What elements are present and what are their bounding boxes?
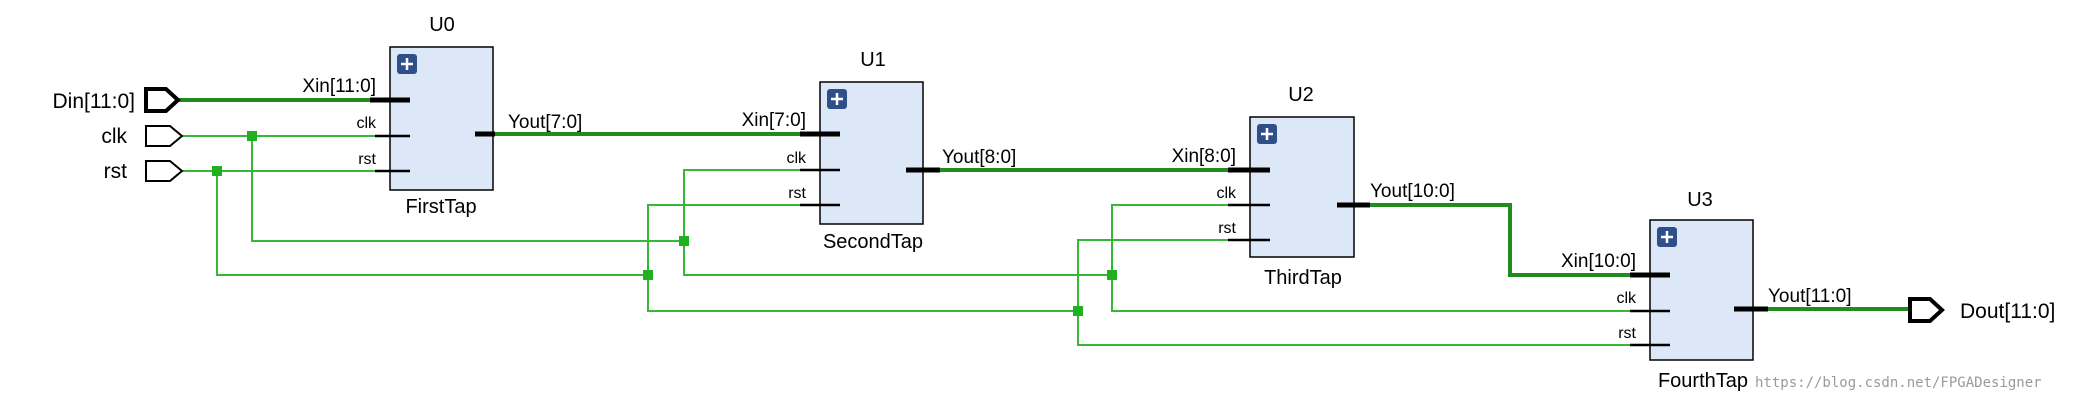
pin-label: Yout[7:0]	[508, 112, 582, 133]
module-name: SecondTap	[823, 231, 923, 253]
output-port-label: Dout[11:0]	[1960, 300, 2055, 323]
expand-plus-icon[interactable]	[397, 54, 417, 74]
block-u0[interactable]: U0 Xin[11:0] clk rst Yout[7:0] FirstTap	[302, 14, 582, 218]
input-port-label: clk	[101, 125, 127, 148]
input-port-label: rst	[104, 160, 127, 183]
instance-label: U0	[429, 14, 455, 36]
pin-label: clk	[786, 150, 807, 167]
input-port-label: Din[11:0]	[53, 90, 136, 113]
input-port-rst[interactable]: rst	[104, 160, 184, 183]
expand-plus-icon[interactable]	[1257, 124, 1277, 144]
pin-label: clk	[356, 115, 377, 132]
module-name: FourthTap	[1658, 370, 1748, 392]
instance-label: U1	[860, 49, 886, 71]
junction-dot	[1073, 306, 1083, 316]
instance-label: U3	[1687, 189, 1713, 211]
junction-dot	[212, 166, 222, 176]
pin-label: clk	[1216, 185, 1237, 202]
block-u1[interactable]: U1 Xin[7:0] clk rst Yout[8:0] SecondTap	[742, 49, 1017, 253]
net-u2-u3-bus[interactable]	[1370, 203, 1648, 277]
pin-label: Yout[10:0]	[1370, 181, 1455, 202]
pin-label: Xin[10:0]	[1561, 251, 1636, 272]
expand-plus-icon[interactable]	[1657, 227, 1677, 247]
wires	[178, 98, 1910, 346]
module-name: ThirdTap	[1264, 267, 1342, 289]
input-port-din[interactable]: Din[11:0]	[53, 87, 181, 113]
pin-label: Yout[8:0]	[942, 147, 1016, 168]
block-u2[interactable]: U2 Xin[8:0] clk rst Yout[10:0] ThirdTap	[1172, 84, 1455, 289]
instance-label: U2	[1288, 84, 1314, 106]
pin-label: Xin[8:0]	[1172, 146, 1236, 167]
input-port-clk[interactable]: clk	[101, 125, 184, 148]
pin-label: Yout[11:0]	[1768, 286, 1851, 307]
block-u3[interactable]: U3 Xin[10:0] clk rst Yout[11:0] FourthTa…	[1561, 189, 1851, 392]
pin-label: rst	[1618, 325, 1636, 342]
pin-label: rst	[788, 185, 806, 202]
pin-label: clk	[1616, 290, 1637, 307]
junction-dot	[643, 270, 653, 280]
junction-dot	[247, 131, 257, 141]
pin-label: Xin[11:0]	[302, 76, 376, 97]
output-port-dout[interactable]: Dout[11:0]	[1908, 297, 2055, 323]
junction-dot	[679, 236, 689, 246]
expand-plus-icon[interactable]	[827, 89, 847, 109]
port-arrow-icon	[145, 125, 184, 147]
bus-port-arrow-icon	[144, 87, 181, 113]
module-box[interactable]	[389, 46, 494, 191]
module-name: FirstTap	[405, 196, 476, 218]
port-arrow-icon	[145, 160, 184, 182]
pin-label: rst	[1218, 220, 1236, 237]
pin-label: Xin[7:0]	[742, 110, 806, 131]
watermark: https://blog.csdn.net/FPGADesigner	[1755, 375, 2042, 391]
bus-port-arrow-icon	[1908, 297, 1945, 323]
pin-label: rst	[358, 151, 376, 168]
junction-dot	[1107, 270, 1117, 280]
